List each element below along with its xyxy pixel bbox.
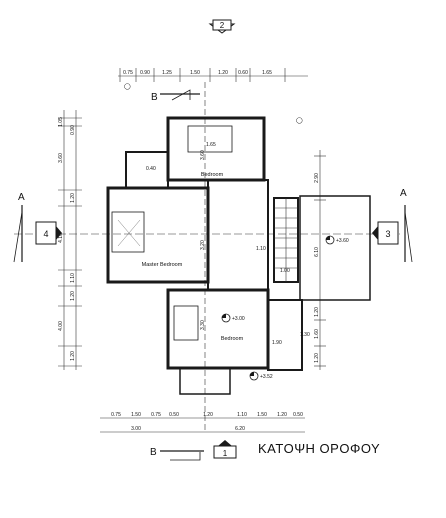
dim-left-8: 4.00 [58, 321, 64, 331]
dim-int-5: 1.00 [280, 268, 290, 274]
room-label-bedroom-upper: Bedroom [201, 172, 224, 178]
dim-int-9: 1.30 [300, 332, 310, 338]
section-a-right-label: A [400, 188, 407, 199]
marker-3-label: 3 [385, 229, 390, 239]
level-markers: +3.60 +3.00 +3.52 [221, 235, 349, 381]
dim-int-2: 3.60 [200, 150, 206, 160]
drawing-title: ΚΑΤΟΨΗ ΟΡΟΦΟΥ [258, 441, 380, 456]
dim-right-1: 2.90 [314, 173, 320, 183]
dim-bottom-total-2: 6.20 [235, 426, 245, 432]
dim-bottom-8: 1.20 [277, 412, 287, 418]
room-labels: Bedroom Master Bedroom Bedroom [142, 172, 244, 342]
dim-top-5: 1.20 [218, 70, 228, 76]
building-walls [106, 116, 371, 395]
room-label-bedroom-lower: Bedroom [221, 336, 244, 342]
dim-int-8: 0.40 [146, 166, 156, 172]
dim-bottom-total-1: 3.00 [131, 426, 141, 432]
dim-left-9: 1.20 [70, 351, 76, 361]
dim-right-2: 6.10 [314, 247, 320, 257]
dim-right-4: 1.60 [314, 329, 320, 339]
dim-bottom-3: 0.75 [151, 412, 161, 418]
top-dimension-chain: 0.75 0.90 1.25 1.50 1.20 0.60 1.65 ◯ [118, 68, 308, 90]
level-marker-balcony: +3.60 [336, 238, 349, 244]
left-dimension-chain: 1.05 0.90 3.60 1.20 4.10 1.10 1.20 4.00 … [58, 110, 82, 370]
section-b-top: B [151, 82, 206, 430]
dim-right-3: 1.20 [314, 307, 320, 317]
interior-dimensions: 1.65 3.60 3.20 1.10 1.00 1.90 3.30 0.40 … [146, 142, 310, 346]
dim-left-7: 1.20 [70, 291, 76, 301]
dim-int-4: 1.10 [256, 246, 266, 252]
dim-int-6: 1.90 [272, 340, 282, 346]
room-label-master-bedroom: Master Bedroom [142, 262, 183, 268]
dim-top-6: 0.60 [238, 70, 248, 76]
dim-top-4: 1.50 [190, 70, 200, 76]
dim-left-6: 1.10 [70, 273, 76, 283]
dim-bottom-1: 0.75 [111, 412, 121, 418]
level-marker-bedroom: +3.00 [232, 316, 245, 322]
staircase-treads [274, 198, 298, 282]
section-a-right: A 3 [372, 188, 413, 263]
dim-bottom-6: 1.10 [237, 412, 247, 418]
level-marker-bath: +3.52 [260, 374, 273, 380]
north-mark-right: ◯ [296, 117, 303, 124]
dim-bottom-9: 0.50 [293, 412, 303, 418]
section-b-top-label: B [151, 92, 158, 103]
beds [111, 125, 233, 341]
section-marker-top: 2 [208, 19, 236, 34]
marker-4-label: 4 [43, 229, 48, 239]
dim-left-4: 1.20 [70, 193, 76, 203]
section-b-bottom-label: B [150, 447, 157, 458]
dim-top-7: 1.65 [262, 70, 272, 76]
section-a-left-label: A [18, 192, 25, 203]
bottom-dimension-chain: 0.75 1.50 0.75 0.50 1.20 1.10 1.50 1.20 … [100, 412, 305, 433]
section-b-bottom: B 1 [150, 440, 237, 461]
dim-top-3: 1.25 [162, 70, 172, 76]
dim-left-3: 3.60 [58, 153, 64, 163]
dim-top-2: 0.90 [140, 70, 150, 76]
dim-bottom-2: 1.50 [131, 412, 141, 418]
dim-bottom-5: 1.20 [203, 412, 213, 418]
dim-int-1: 1.65 [206, 142, 216, 148]
dim-top-1: 0.75 [123, 70, 133, 76]
dim-bottom-7: 1.50 [257, 412, 267, 418]
marker-2-label: 2 [220, 21, 225, 30]
dim-left-1: 1.05 [58, 117, 64, 127]
dim-int-7: 3.30 [200, 320, 206, 330]
marker-1-label: 1 [223, 449, 228, 458]
dim-left-5: 4.10 [58, 233, 64, 243]
dim-bottom-4: 0.50 [169, 412, 179, 418]
dim-right-5: 1.20 [314, 353, 320, 363]
dim-left-2: 0.90 [70, 125, 76, 135]
dim-int-3: 3.20 [200, 240, 206, 250]
north-mark-top: ◯ [124, 83, 131, 90]
